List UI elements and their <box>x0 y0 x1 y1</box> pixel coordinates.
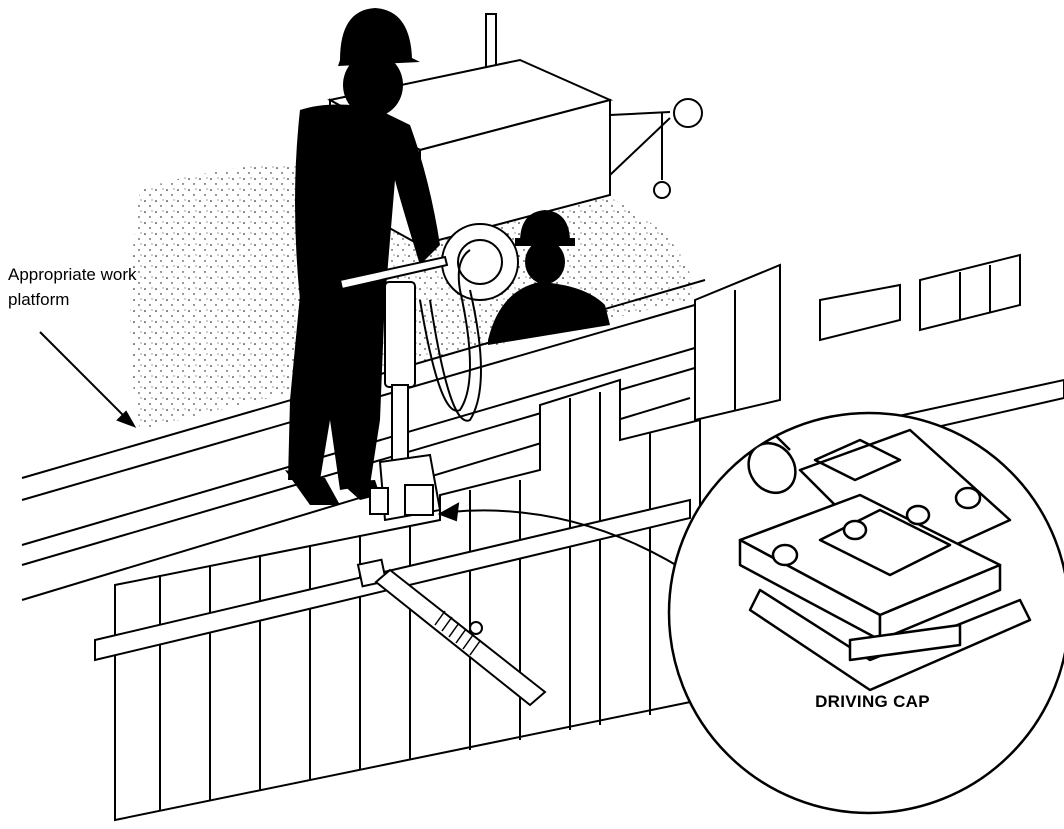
work-platform-label-line2: platform <box>8 287 137 312</box>
driving-cap-detail <box>669 413 1064 813</box>
work-platform-label-line1: Appropriate work <box>8 262 137 287</box>
driving-cap-label: DRIVING CAP <box>780 692 965 712</box>
platform-pointer-arrow <box>40 332 134 426</box>
work-platform-label: Appropriate work platform <box>8 262 137 312</box>
